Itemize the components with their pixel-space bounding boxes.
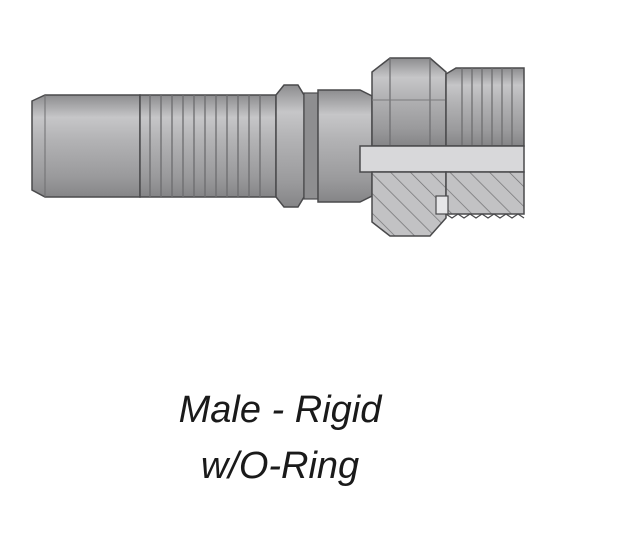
caption-line-1: Male - Rigid (178, 389, 382, 431)
hose-tail (31, 94, 141, 198)
barbed-section (139, 94, 277, 198)
caption-line-2: w/O-Ring (200, 445, 360, 487)
hose-fitting-drawing (31, 57, 525, 237)
bore (359, 145, 525, 173)
threaded-end (445, 67, 525, 147)
hex-nut (371, 57, 447, 147)
collar (275, 84, 373, 208)
cross-section (371, 171, 525, 237)
